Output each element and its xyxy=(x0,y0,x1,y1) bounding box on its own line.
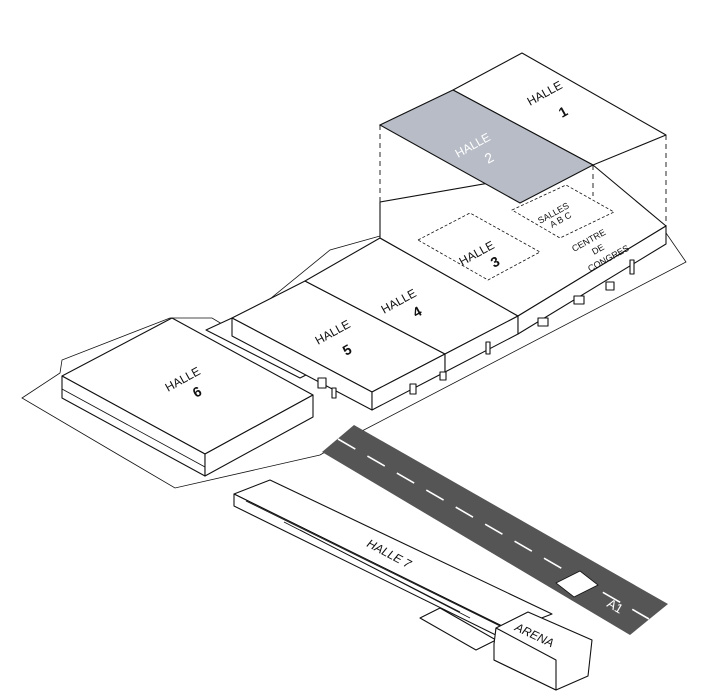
hall-4[interactable]: HALLE 4 xyxy=(304,237,519,373)
hall-2[interactable]: HALLE 2 xyxy=(378,89,595,204)
arena[interactable]: ARENA xyxy=(493,611,593,691)
hall-5[interactable]: HALLE 5 xyxy=(231,280,446,411)
road-sign xyxy=(555,570,599,598)
upper-level-outline xyxy=(379,125,667,238)
hall-3-front xyxy=(517,225,667,335)
hall-6[interactable]: HALLE 6 xyxy=(61,317,314,477)
facade-details xyxy=(317,259,635,399)
hall-2-surface xyxy=(378,89,595,204)
motorway-a1: A1 xyxy=(322,425,668,635)
road-marking xyxy=(337,438,650,620)
hall-7[interactable]: HALLE 7 xyxy=(233,479,553,651)
road-label: A1 xyxy=(605,596,626,617)
